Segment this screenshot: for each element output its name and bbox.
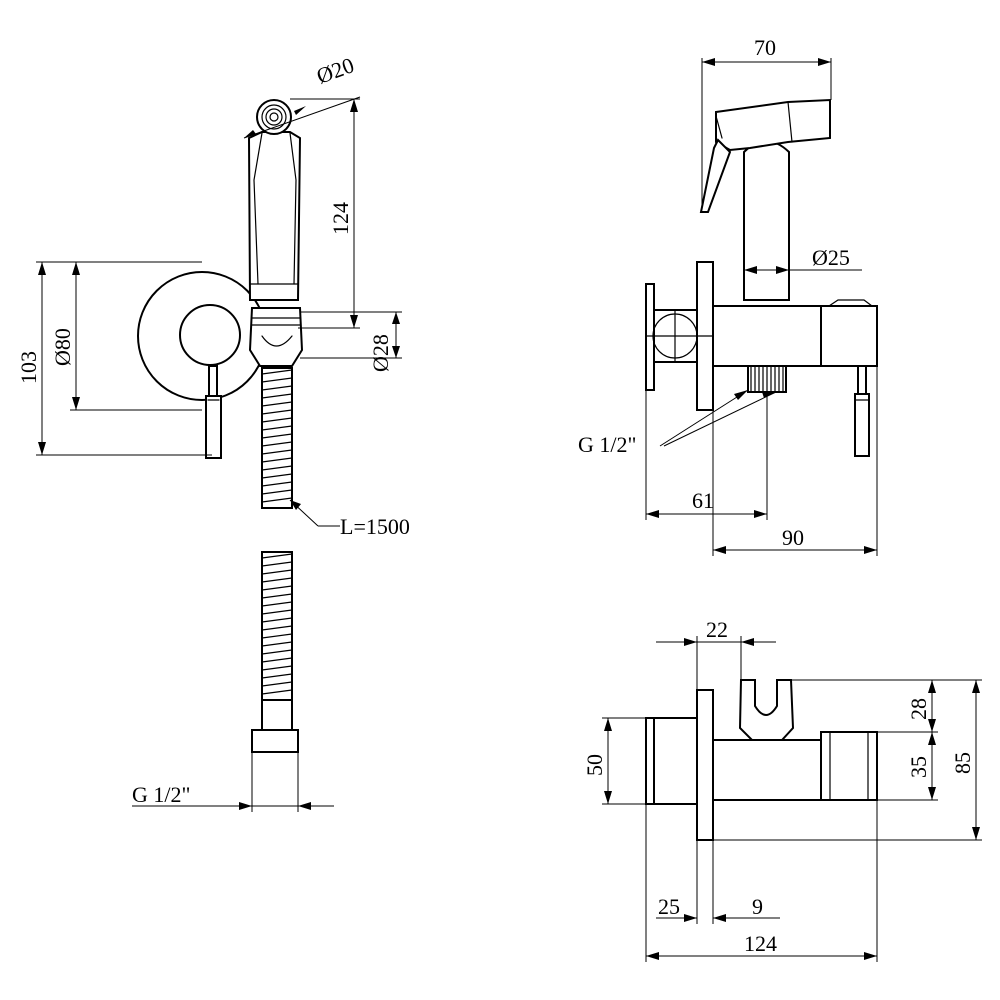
dim-depth-total: 90 [782,525,804,550]
dim-spray-width: 70 [754,35,776,60]
dim-body-height: 35 [906,756,931,778]
top-holder [738,679,795,741]
dim-flange-thickness: 9 [752,894,763,919]
side-lever [854,393,870,457]
side-valve-body [712,305,822,367]
dim-spray-diameter: Ø20 [313,52,357,88]
hose-lower [251,551,299,753]
side-dimensions: 70 Ø25 G 1/2" 61 90 [578,35,878,556]
dim-holder-offset: 22 [706,617,728,642]
top-view: 22 28 35 85 50 [582,617,982,962]
dim-holder-diameter: Ø28 [368,334,393,372]
dim-rosette-diameter: Ø80 [50,328,75,366]
front-view: Ø20 124 Ø28 103 [16,52,410,812]
top-valve-body [712,739,822,801]
dim-total-length: 124 [744,931,777,956]
top-escutcheon [645,717,655,805]
dim-flange-height: 50 [582,754,607,776]
lever-handle [205,395,222,459]
dim-rosette-height: 103 [16,351,41,384]
dim-spray-length: 124 [328,202,353,235]
dim-hose-thread: G 1/2" [132,782,190,807]
dim-outlet-thread: G 1/2" [578,432,636,457]
spray-body [247,131,302,301]
dim-holder-height: 28 [906,698,931,720]
top-dimensions: 22 28 35 85 50 [582,617,982,962]
side-spray-column [743,140,790,301]
top-wall-plate [696,689,714,841]
hose-nut [251,729,299,753]
holder [248,307,304,367]
lever-stem [208,365,218,399]
rosette-inner [179,304,241,366]
front-dimensions: Ø20 124 Ø28 103 [16,52,410,812]
dim-side-spray-diameter: Ø25 [812,245,850,270]
side-spray-head [715,98,831,152]
dim-total-height: 85 [950,752,975,774]
dim-depth-outlet: 61 [692,488,714,513]
dim-flange-width: 25 [658,894,680,919]
hose-upper [261,367,293,509]
dim-hose-length: L=1500 [340,514,410,539]
side-trigger [699,138,732,213]
side-view: 70 Ø25 G 1/2" 61 90 [578,35,878,556]
